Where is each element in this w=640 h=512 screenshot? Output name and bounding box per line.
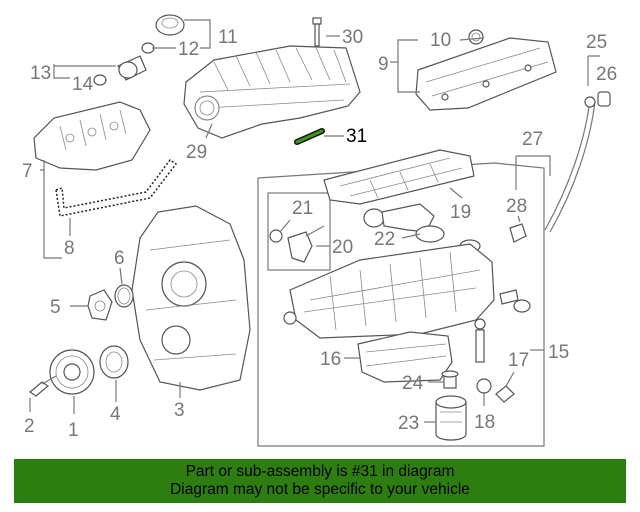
banner-line-2: Diagram may not be specific to your vehi… <box>170 481 470 498</box>
callout-8: 8 <box>64 238 75 259</box>
callout-14: 14 <box>72 74 94 95</box>
pcv-fitting <box>93 55 147 86</box>
callout-26: 26 <box>596 64 617 85</box>
callout-3: 3 <box>174 400 185 421</box>
callout-6: 6 <box>114 248 125 269</box>
valve-cover <box>415 29 557 111</box>
o-ring-6 <box>114 284 134 308</box>
fitment-banner: Part or sub-assembly is #31 in diagram D… <box>14 459 626 503</box>
callout-15: 15 <box>548 342 569 363</box>
callout-7: 7 <box>22 161 33 182</box>
oil-pan-upper <box>283 243 531 339</box>
front-seal <box>99 345 129 379</box>
gasket-31 <box>294 128 325 145</box>
water-pump-cover <box>87 289 113 321</box>
callout-20: 20 <box>332 237 353 258</box>
banner-line-1: Part or sub-assembly is #31 in diagram <box>185 463 455 480</box>
callout-12: 12 <box>178 39 199 60</box>
callout-17: 17 <box>508 350 529 371</box>
callout-23: 23 <box>398 413 419 434</box>
callout-30: 30 <box>342 27 363 48</box>
callout-28: 28 <box>506 196 527 217</box>
callout-21: 21 <box>292 198 313 219</box>
filter-adapter <box>441 370 459 389</box>
callout-9: 9 <box>378 54 389 75</box>
callout-13: 13 <box>30 63 51 84</box>
sensor-group-frame <box>267 192 331 271</box>
bolt-30 <box>312 17 322 47</box>
callout-11: 11 <box>218 27 238 48</box>
oil-level-sensor <box>269 225 325 263</box>
intake-manifold <box>183 45 361 139</box>
callout-labels: 11 12 13 14 30 10 9 25 26 27 28 29 31 19… <box>22 27 617 441</box>
callout-16: 16 <box>320 349 341 370</box>
callout-19: 19 <box>450 202 471 223</box>
head-gasket <box>55 158 178 217</box>
callout-22: 22 <box>374 229 395 250</box>
oil-baffle <box>323 149 475 205</box>
timing-cover <box>131 205 251 391</box>
callout-1: 1 <box>68 420 79 441</box>
callout-18: 18 <box>474 412 495 433</box>
callout-10: 10 <box>430 30 451 51</box>
oil-filter <box>435 395 467 441</box>
callout-31: 31 <box>346 126 367 147</box>
leader-lines <box>29 19 600 423</box>
crank-pulley <box>49 349 95 395</box>
engine-parts-diagram: 11 12 13 14 30 10 9 25 26 27 28 29 31 19… <box>22 14 617 447</box>
callout-2: 2 <box>24 416 35 437</box>
callout-29: 29 <box>186 142 207 163</box>
cylinder-head <box>33 101 151 171</box>
callout-5: 5 <box>50 297 61 318</box>
callout-4: 4 <box>110 404 121 425</box>
callout-27: 27 <box>522 129 543 150</box>
dipstick-tube <box>509 91 611 243</box>
callout-24: 24 <box>402 373 424 394</box>
callout-25: 25 <box>586 32 607 53</box>
long-bolt <box>474 318 486 363</box>
bolt-2 <box>28 375 57 397</box>
